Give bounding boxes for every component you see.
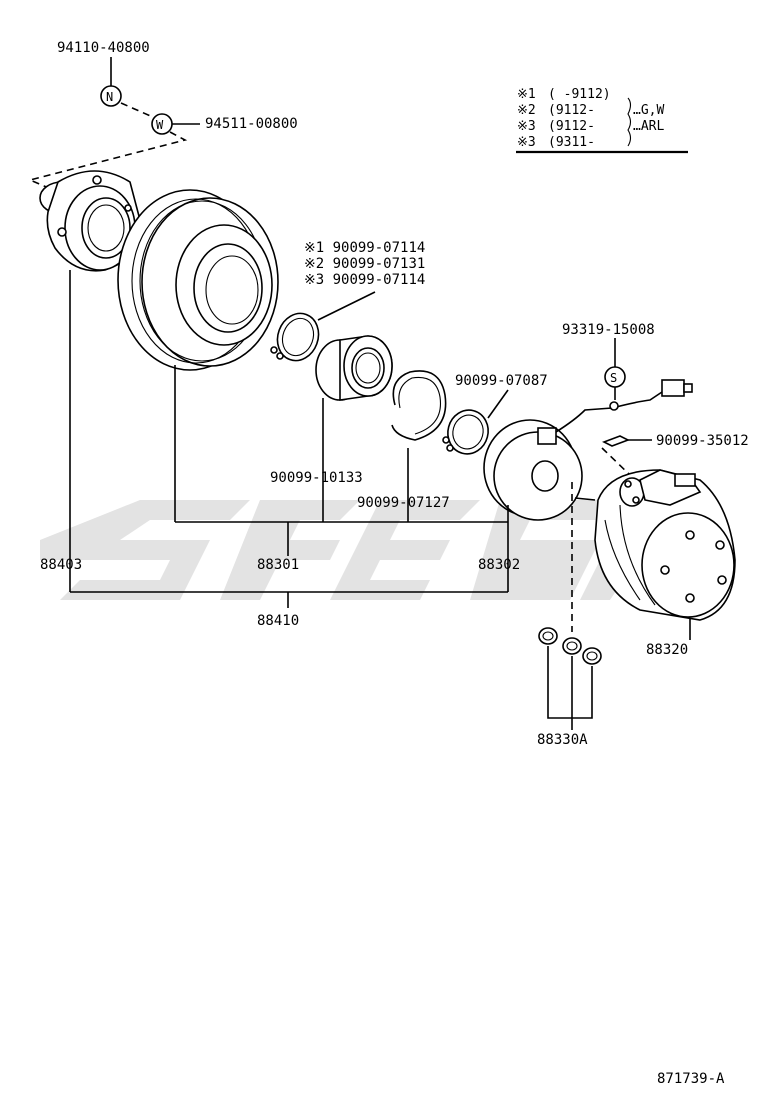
label-94110-40800: 94110-40800 (57, 40, 150, 56)
snap-ring-large (391, 370, 447, 441)
label-88320: 88320 (646, 642, 688, 658)
screw-symbol-letter: S (610, 371, 617, 385)
variant-legend: ※1 ( -9112) ※2 (9112- …G,W ※3 (9112- …AR… (516, 87, 688, 154)
label-93319-15008: 93319-15008 (562, 322, 655, 338)
legend-row-3-variant: …ARL (633, 119, 664, 134)
label-90099-07087: 90099-07087 (455, 373, 548, 389)
compressor-assembly (574, 447, 736, 640)
label-88302: 88302 (478, 557, 520, 573)
label-90099-10133: 90099-10133 (270, 470, 363, 486)
legend-row-2-mark: ※2 (517, 103, 536, 118)
field-coil (483, 407, 613, 521)
bolt-callout: 94110-40800 N W 94511-00800 (27, 40, 298, 193)
legend-row-4-range: (9311- (548, 135, 595, 150)
label-snap-ring-2: ※2 90099-07131 (304, 256, 425, 272)
label-88410: 88410 (257, 613, 299, 629)
legend-row-4-mark: ※3 (517, 135, 536, 150)
legend-row-1-range: ( -9112) (548, 87, 611, 102)
pulley (117, 189, 279, 371)
label-90099-07127: 90099-07127 (357, 495, 450, 511)
legend-row-2-variant: …G,W (633, 103, 664, 118)
washer-symbol-letter: W (156, 118, 164, 132)
clutch-hub-plate (39, 170, 142, 272)
wire-connector: 93319-15008 S (562, 322, 693, 447)
legend-row-3-range: (9112- (548, 119, 595, 134)
label-snap-ring-1: ※1 90099-07114 (304, 240, 425, 256)
o-rings (538, 482, 602, 730)
bearing (315, 335, 393, 401)
label-snap-ring-3: ※3 90099-07114 (304, 272, 425, 288)
nut-symbol-icon (100, 85, 122, 107)
snap-ring-small: ※1 90099-07114 ※2 90099-07131 ※3 90099-0… (270, 240, 425, 362)
legend-row-1-mark: ※1 (517, 87, 536, 102)
label-88403: 88403 (40, 557, 82, 573)
legend-row-3-mark: ※3 (517, 119, 536, 134)
assembly-lines (69, 270, 509, 608)
legend-row-2-range: (9112- (548, 103, 595, 118)
label-88330A: 88330A (537, 732, 588, 748)
label-90099-35012: 90099-35012 (656, 433, 749, 449)
nut-symbol-letter: N (106, 90, 113, 104)
label-94511-00800: 94511-00800 (205, 116, 298, 132)
label-88301: 88301 (257, 557, 299, 573)
snap-ring-coil (442, 389, 509, 455)
drawing-number: 871739-A (657, 1071, 725, 1087)
